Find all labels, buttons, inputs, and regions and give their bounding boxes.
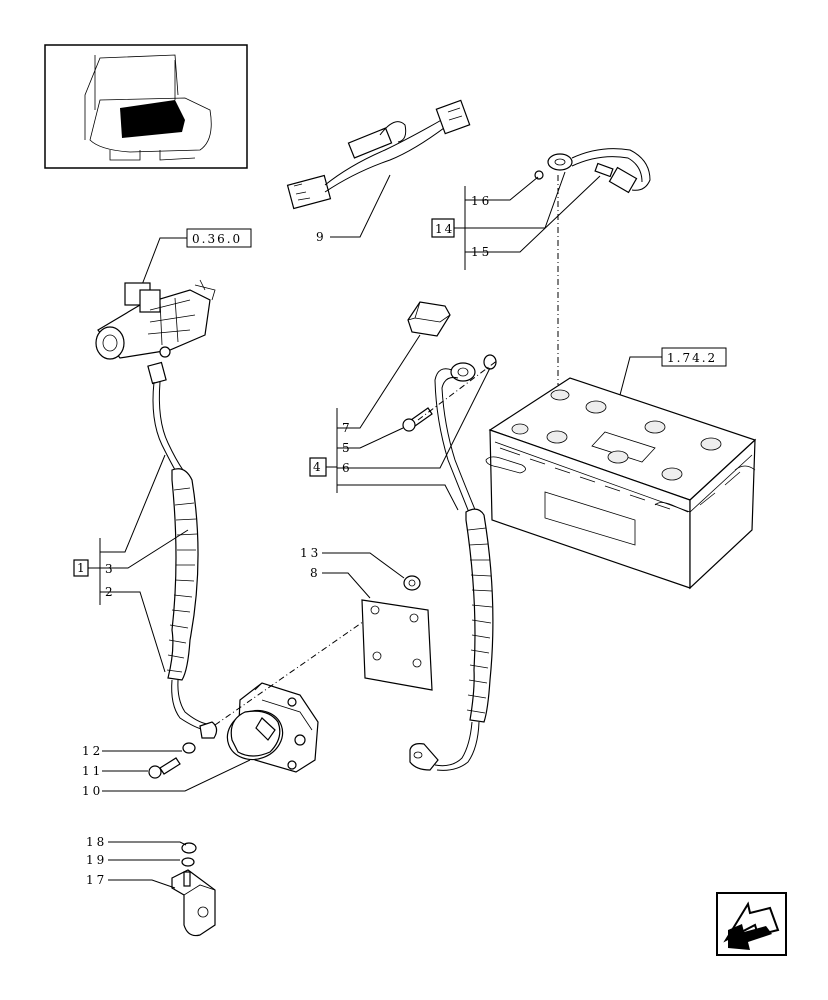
label-6: 6 (342, 461, 353, 475)
wiring-harness-9 (286, 99, 471, 210)
starter-cable-1 (147, 361, 218, 739)
group-4-bracket: 4 (309, 334, 491, 511)
label-11: 11 (82, 764, 103, 778)
leader-13 (322, 552, 405, 579)
label-3: 3 (105, 562, 116, 576)
battery-switch-10 (226, 682, 319, 773)
leader-9 (330, 174, 391, 238)
leader-8 (322, 572, 371, 599)
label-18: 18 (86, 835, 107, 849)
starter-motor (95, 279, 216, 360)
leader-174 (619, 356, 662, 396)
centerline-switch (214, 609, 381, 726)
ref-036: 0.36.0 (192, 232, 242, 246)
label-5: 5 (342, 441, 353, 455)
boot-7 (407, 301, 451, 337)
label-12: 12 (82, 744, 103, 758)
leader-17 (108, 879, 176, 889)
leader-10 (102, 759, 251, 792)
ref-174: 1.74.2 (667, 351, 717, 365)
ref-174-box[interactable]: 1.74.2 (661, 347, 727, 367)
ref-14: 14 (435, 222, 454, 236)
label-9: 9 (316, 230, 327, 244)
label-10: 10 (82, 784, 103, 798)
label-17: 17 (86, 873, 107, 887)
group-14-bracket: 14 (431, 171, 601, 270)
nut-6 (483, 354, 497, 370)
previous-page-arrow-icon[interactable] (716, 892, 787, 956)
plate-8 (361, 599, 433, 691)
label-19: 19 (86, 853, 107, 867)
screw-11 (148, 757, 181, 779)
battery (485, 377, 757, 590)
label-16: 16 (471, 194, 492, 208)
label-7: 7 (342, 421, 353, 435)
leader-036 (139, 237, 187, 291)
battery-cable-4 (409, 362, 494, 771)
group-1-bracket: 1 (73, 454, 189, 673)
screw-5 (402, 407, 433, 432)
label-2: 2 (105, 585, 116, 599)
bracket-17 (171, 869, 216, 937)
nut-18 (181, 842, 197, 854)
label-15: 15 (471, 245, 492, 259)
washer-19 (181, 857, 195, 867)
leader-18 (108, 841, 187, 846)
label-13: 13 (300, 546, 321, 560)
battery-cable-14 (534, 148, 651, 194)
washer-12 (182, 742, 196, 754)
centerline-terminal (417, 359, 499, 421)
label-8: 8 (310, 566, 321, 580)
location-thumbnail[interactable] (44, 44, 248, 169)
nut-13 (403, 575, 421, 591)
ref-4: 4 (313, 460, 323, 474)
ref-1: 1 (77, 561, 87, 575)
ref-036-box[interactable]: 0.36.0 (186, 228, 252, 248)
